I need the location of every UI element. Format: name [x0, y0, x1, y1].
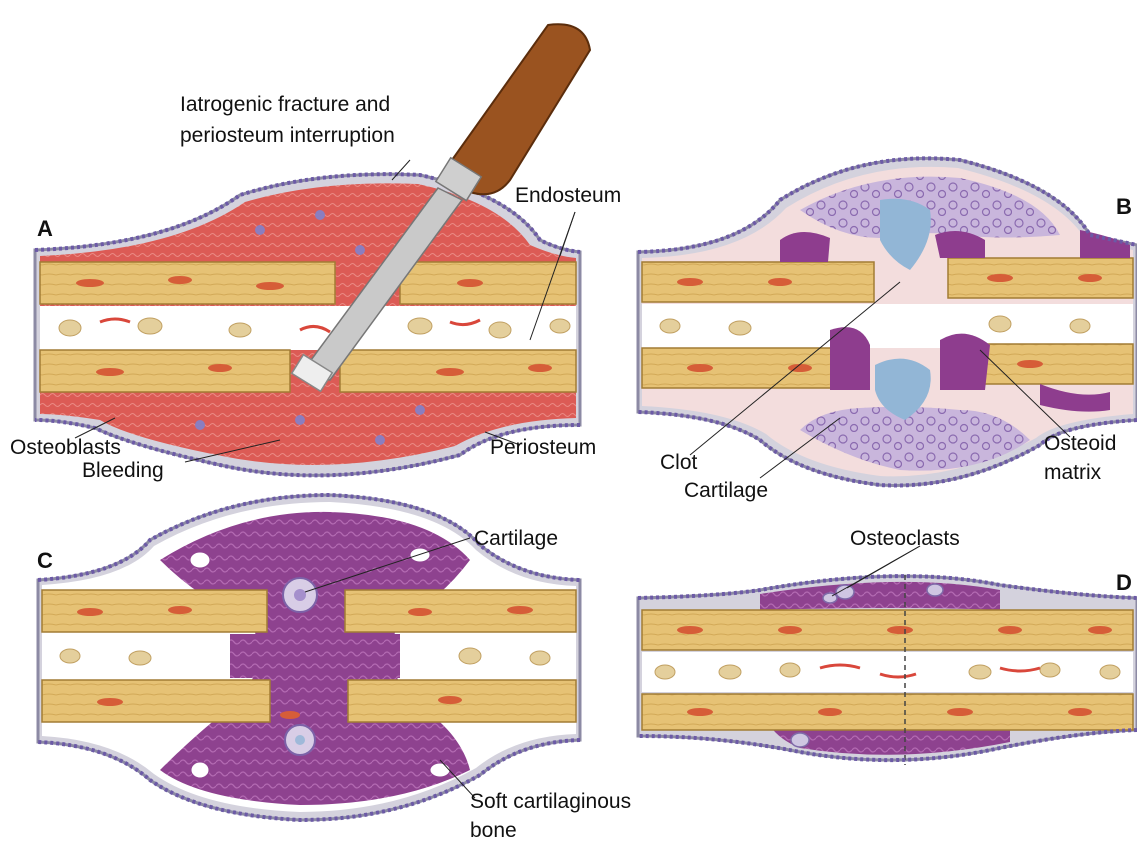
- panel-letter-c: C: [37, 548, 53, 574]
- cortex-top-left-b: [642, 262, 874, 302]
- panel-a-drawing: [35, 24, 590, 475]
- label-endosteum: Endosteum: [515, 184, 621, 208]
- label-bleeding: Bleeding: [82, 459, 164, 483]
- cortex-top-right-b: [948, 258, 1133, 298]
- cortex-bottom-left-c: [42, 680, 270, 722]
- cortex-top-left-c: [42, 590, 267, 632]
- cortex-top-right-c: [345, 590, 576, 632]
- label-osteoid-line2: matrix: [1044, 461, 1101, 485]
- cortex-bottom-left-a: [40, 350, 290, 392]
- marrow-b: [642, 304, 1133, 348]
- cortex-bottom-d: [642, 694, 1133, 730]
- label-osteoclasts: Osteoclasts: [850, 527, 960, 551]
- label-iatrogenic-line1: Iatrogenic fracture and: [180, 93, 390, 117]
- cortex-bottom-left-b: [642, 348, 858, 388]
- label-osteoblasts: Osteoblasts: [10, 436, 121, 460]
- label-clot: Clot: [660, 451, 697, 475]
- label-osteoid-line1: Osteoid: [1044, 432, 1116, 456]
- label-iatrogenic-line2: periosteum interruption: [180, 124, 395, 148]
- label-soft-line2: bone: [470, 819, 517, 843]
- label-soft-line1: Soft cartilaginous: [470, 790, 631, 814]
- marrow-purple-c: [230, 634, 400, 678]
- panel-d-drawing: [638, 575, 1137, 765]
- label-periosteum: Periosteum: [490, 436, 596, 460]
- label-cartilage-b: Cartilage: [684, 479, 768, 503]
- panel-letter-d: D: [1116, 570, 1132, 596]
- label-cartilage-c: Cartilage: [474, 527, 558, 551]
- panel-letter-a: A: [37, 216, 53, 242]
- cortex-bottom-right-c: [348, 680, 576, 722]
- panel-letter-b: B: [1116, 194, 1132, 220]
